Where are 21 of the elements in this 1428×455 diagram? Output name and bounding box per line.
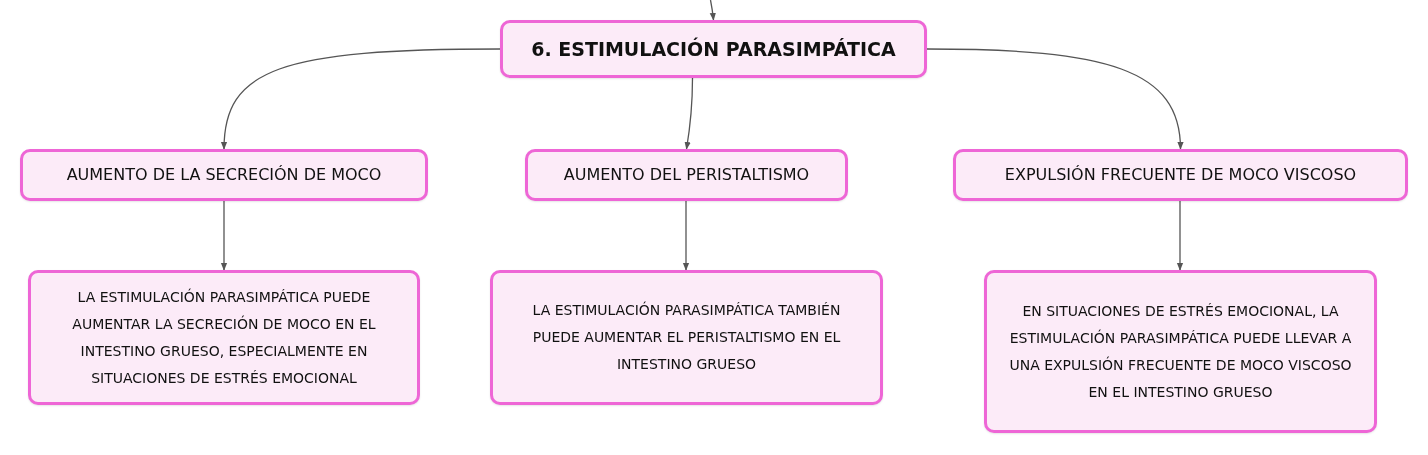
description-box <box>984 270 1377 433</box>
topic-label: AUMENTO DE LA SECRECIÓN DE MOCO <box>66 165 382 185</box>
connector-arrow <box>682 200 690 271</box>
connector-arrow <box>220 200 228 271</box>
topic-box <box>525 149 848 201</box>
connector-arrow <box>926 48 1184 150</box>
topic-label: AUMENTO DEL PERISTALTISMO <box>563 165 810 185</box>
description-text: EN SITUACIONES DE ESTRÉS EMOCIONAL, LA ESTIMULACIÓN PARASIMPÁTICA PUEDE LLEVAR A UNA EXPULSIÓN FRECUENTE DE MOCO VISCOSO EN EL INTESTINO GRUESO <box>1008 301 1353 402</box>
description-box <box>490 270 883 405</box>
topic-box <box>953 149 1408 201</box>
description-text: LA ESTIMULACIÓN PARASIMPÁTICA TAMBIÉN PUEDE AUMENTAR EL PERISTALTISMO EN EL INTESTINO GRUESO <box>531 300 842 374</box>
connector-arrow <box>221 48 501 150</box>
topic-label: EXPULSIÓN FRECUENTE DE MOCO VISCOSO <box>1004 165 1357 185</box>
connector-arrow <box>709 0 716 21</box>
topic-label: 6. ESTIMULACIÓN PARASIMPÁTICA <box>531 37 896 61</box>
connector-arrow <box>684 77 694 150</box>
description-text: LA ESTIMULACIÓN PARASIMPÁTICA PUEDE AUMENTAR LA SECRECIÓN DE MOCO EN EL INTESTINO GRUESO, ESPECIALMENTE EN SITUACIONES DE ESTRÉS EMOCIONAL <box>71 287 377 388</box>
description-box <box>28 270 420 405</box>
topic-box <box>20 149 428 201</box>
central-topic-box <box>500 20 927 78</box>
connector-arrow <box>1176 200 1184 271</box>
